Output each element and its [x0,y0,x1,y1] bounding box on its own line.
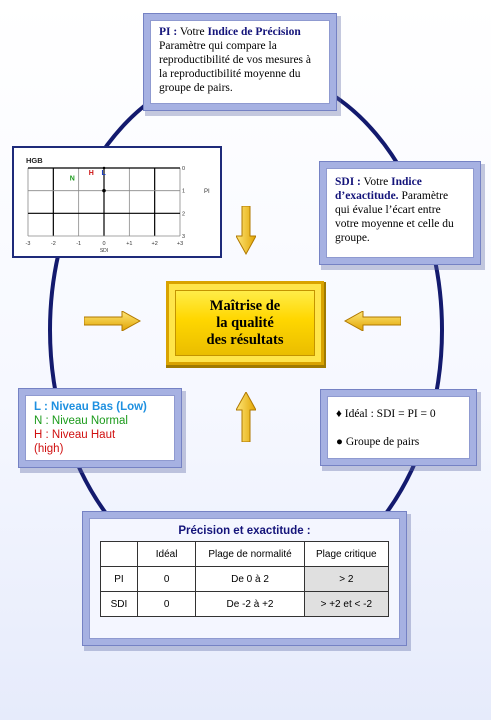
pi-line-1: Paramètre qui compare la [159,40,277,52]
precision-table-box: Précision et exactitude : Idéal Plage de… [89,518,400,639]
legend-low: L : Niveau Bas (Low) [34,401,147,413]
table-title: Précision et exactitude : [178,525,311,537]
reference-table: Idéal Plage de normalité Plage critique … [100,541,390,617]
pi-title-plain: Votre [177,26,208,38]
axis-dot [102,166,106,170]
table-header-cell: Idéal [136,541,197,567]
sdi-title-bold-1: Indice [391,176,422,188]
table-cell: > +2 et < -2 [303,591,390,617]
dot-bullet-icon: ● [336,436,343,448]
table-row: PI 0 De 0 à 2 > 2 [100,566,390,592]
sdi-line-3: groupe. [335,232,370,244]
x-axis-label: SDI [100,248,108,254]
x-tick-label: +3 [177,241,183,247]
legend-high-2: (high) [34,443,64,455]
high-marker: H [89,170,94,177]
y-tick-label: 1 [182,189,185,195]
pi-line-2: reproductibilité de vos mesures à [159,54,312,66]
level-legend-box: L : Niveau Bas (Low) N : Niveau Normal H… [25,395,175,461]
pi-line-4: groupe de pairs. [159,82,233,94]
y-axis-label: PI [204,189,210,195]
legend-normal: N : Niveau Normal [34,415,128,427]
arrow-down-icon [236,206,256,256]
x-tick-label: +2 [152,241,158,247]
table-cell: 0 [136,591,197,617]
table-cell: 0 [136,566,197,592]
center-line-2: la qualité [216,314,274,331]
sdi-line-2: votre moyenne et celle du [335,218,454,230]
arrow-right-icon [84,311,142,331]
pi-title-prefix: PI : [159,26,178,38]
x-tick-label: -2 [51,241,56,247]
pi-title-bold: Indice de Précision [207,26,301,38]
center-line-1: Maîtrise de [209,297,281,314]
table-row: SDI 0 De -2 à +2 > +2 et < -2 [100,591,390,617]
y-tick-label: 3 [182,234,185,240]
center-line-3: des résultats [206,331,284,348]
table-header-cell: Plage critique [303,541,390,567]
sdi-line-1: qui évalue l’écart entre [335,204,441,216]
arrow-left-icon [343,311,401,331]
table-header-row: Idéal Plage de normalité Plage critique [100,541,390,567]
center-quality-box: Maîtrise de la qualité des résultats [166,281,324,365]
sdi-title-plain-2: Paramètre [398,190,449,202]
x-tick-label: 0 [102,241,105,247]
table-cell: > 2 [303,566,390,592]
x-tick-label: -3 [26,241,31,247]
sdi-info-box: SDI : Votre Indice d’exactitude. Paramèt… [326,168,474,258]
table-header-cell [100,541,138,567]
table-cell: De 0 à 2 [195,566,305,592]
table-cell: SDI [100,591,138,617]
sdi-title-plain: Votre [360,176,392,188]
x-tick-label: -1 [76,241,81,247]
y-tick-label: 2 [182,211,185,217]
table-cell: PI [100,566,138,592]
diamond-bullet-icon: ♦ [336,408,342,420]
table-cell: De -2 à +2 [195,591,305,617]
x-tick-label: +1 [126,241,132,247]
sdi-title-prefix: SDI : [335,176,361,188]
ideal-line-1: Idéal : SDI = PI = 0 [344,408,436,420]
ideal-info-box: ♦ Idéal : SDI = PI = 0 ● Groupe de pairs [327,396,470,459]
ideal-line-2: Groupe de pairs [345,436,420,448]
arrow-up-icon [236,392,256,442]
pi-info-box: PI : Votre Indice de Précision Paramètre… [150,20,330,104]
data-point [102,188,106,193]
table-header-cell: Plage de normalité [195,541,305,567]
normal-marker: N [70,175,75,182]
y-tick-label: 0 [182,166,185,172]
chart-title: HGB [26,156,43,165]
low-marker: L [101,170,106,177]
sdi-title-bold-2: d’exactitude. [335,190,399,202]
pi-line-3: la reproductibilité moyenne du [159,68,301,80]
legend-high: H : Niveau Haut [34,429,116,441]
